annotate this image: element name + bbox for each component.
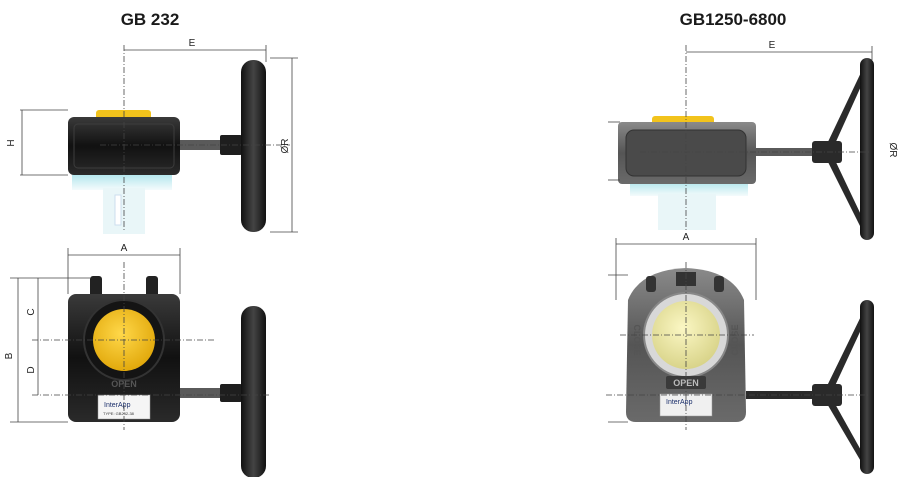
left-lug-right	[146, 276, 158, 298]
right-cast-close-right: CLOSE	[730, 324, 740, 355]
left-top-view	[68, 60, 266, 234]
left-handwheel	[241, 60, 266, 232]
left-front-view: OPEN InterApp TYPE: GB232-38	[68, 276, 266, 477]
left-title: GB 232	[121, 10, 180, 29]
left-front-hub	[220, 384, 242, 402]
left-label-b: B	[4, 352, 15, 359]
left-plate-type: TYPE: GB232-38	[103, 411, 135, 416]
right-cast-close-left: CLOSE	[632, 324, 642, 355]
right-cast-open-plate	[666, 376, 706, 389]
right-front-handwheel	[860, 300, 874, 474]
right-lug-right	[714, 276, 724, 292]
left-label-a: A	[121, 243, 128, 254]
right-label-e: E	[769, 40, 776, 51]
left-lug-left	[90, 276, 102, 298]
left-top-dimensions	[20, 45, 298, 233]
right-top-dimensions	[608, 45, 873, 230]
left-label-c: C	[26, 308, 37, 315]
right-lug-left	[646, 276, 656, 292]
left-label-e: E	[189, 38, 196, 49]
left-label-d: D	[26, 366, 37, 373]
left-front-shaft	[180, 388, 225, 398]
right-front-view: CLOSE CLOSE OPEN InterApp	[626, 268, 874, 474]
right-handwheel	[860, 58, 874, 240]
left-valve-flange	[72, 172, 172, 190]
right-plate-brand: InterApp	[666, 399, 693, 406]
left-plate-brand: InterApp	[104, 402, 131, 409]
right-front-dimensions	[606, 238, 870, 430]
left-hub	[220, 135, 242, 155]
right-top-view	[618, 58, 874, 240]
right-title: GB1250-6800	[680, 10, 787, 29]
left-label-r: ØR	[280, 139, 291, 154]
right-label-r: ØR	[887, 143, 898, 158]
left-front-handwheel	[241, 306, 266, 477]
left-valve-stem	[114, 194, 122, 226]
right-label-a: A	[683, 232, 690, 243]
left-front-dimensions	[10, 248, 270, 430]
right-valve-neck	[658, 194, 716, 230]
right-front-shaft	[746, 391, 816, 399]
left-label-h: H	[6, 139, 17, 146]
